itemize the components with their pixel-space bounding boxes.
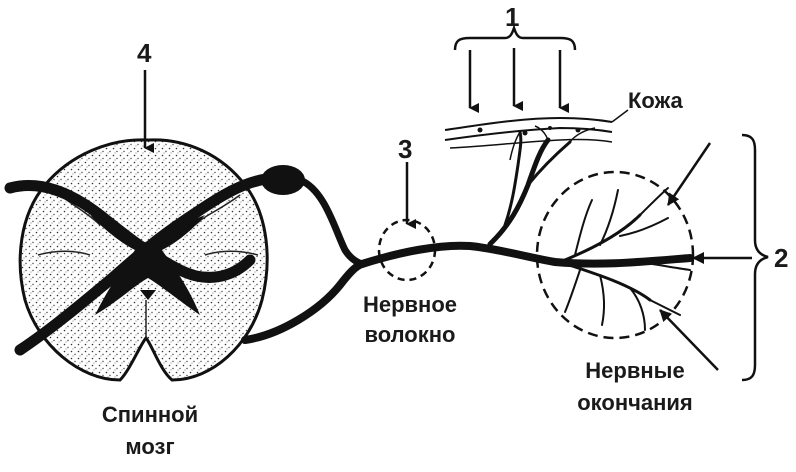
- spinal-cord-label-line2: мозг: [75, 434, 225, 460]
- skin-layer: [445, 118, 612, 160]
- arrow-2a: [668, 143, 710, 205]
- nerve-fiber-label-line1: Нервное: [345, 292, 475, 318]
- nerve-endings-label-line2: окончания: [560, 390, 710, 416]
- nerve-endings-label-line1: Нервные: [560, 358, 710, 384]
- nerve-endings-highlight: [537, 172, 693, 338]
- marker-2: 2: [774, 243, 788, 274]
- spinal-cord-label-line1: Спинной: [75, 402, 225, 428]
- marker-4: 4: [137, 38, 151, 69]
- skin-pointer: [612, 110, 628, 122]
- marker-1: 1: [505, 2, 519, 33]
- nerve-fiber-label-line2: волокно: [345, 322, 475, 348]
- marker-3: 3: [398, 134, 412, 165]
- spinal-cord-section: [20, 140, 267, 380]
- skin-label: Кожа: [628, 88, 683, 114]
